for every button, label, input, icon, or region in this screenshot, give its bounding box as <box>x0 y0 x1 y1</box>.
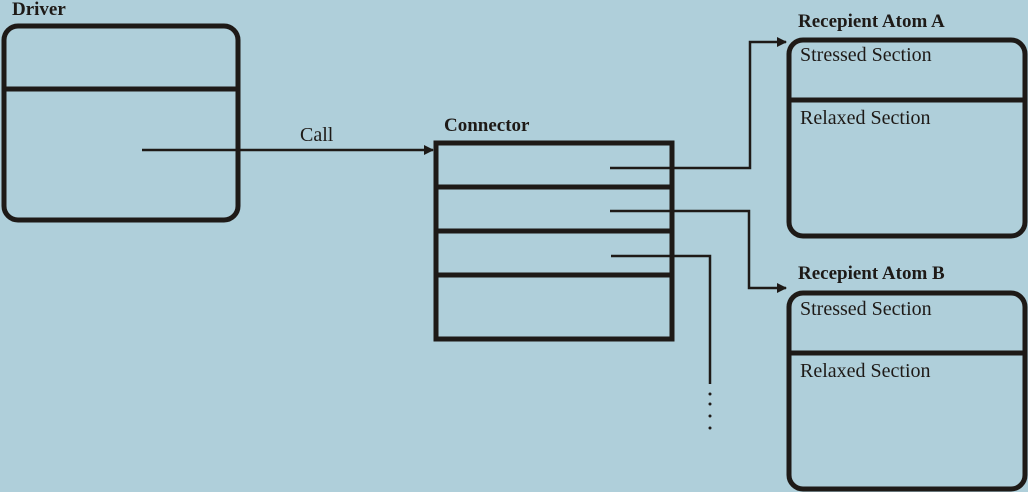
atom-b-relaxed-section: Relaxed Section <box>800 360 931 382</box>
driver-title: Driver <box>12 0 66 20</box>
atom-b-stressed-section: Stressed Section <box>800 298 932 320</box>
recipient-atom-a-box <box>786 37 1028 239</box>
wire-to-more <box>611 254 712 384</box>
recipient-atom-b-box <box>786 290 1028 492</box>
wire-to-atom-b <box>610 209 787 293</box>
connector-box <box>433 140 675 342</box>
wire-to-atom-a <box>610 37 787 170</box>
recipient-atom-a-title: Recepient Atom A <box>798 11 945 32</box>
connector-title: Connector <box>444 115 530 136</box>
continuation-dots <box>708 392 712 430</box>
call-label: Call <box>300 124 334 146</box>
recipient-atom-b-title: Recepient Atom B <box>798 263 945 284</box>
atom-a-stressed-section: Stressed Section <box>800 44 932 66</box>
driver-box <box>1 23 241 223</box>
atom-a-relaxed-section: Relaxed Section <box>800 107 931 129</box>
